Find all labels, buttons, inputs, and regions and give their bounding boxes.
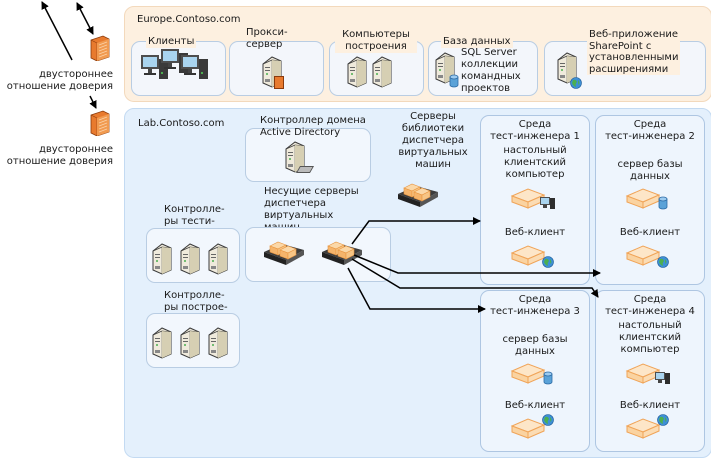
trust-label-1: двустороннее отношение доверия (6, 69, 113, 92)
arrow-to-env-4 (351, 258, 599, 298)
ad-controller-label: Контроллер домена Active Directory (260, 115, 366, 138)
library-servers-label: Серверы библиотеки диспетчера виртуальны… (398, 111, 468, 170)
web-client-label: Веб-клиент (619, 400, 681, 411)
environment-role-label: сервер базы данных (502, 334, 568, 357)
trust-arrow-lab (89, 95, 97, 109)
environment-title: Среда тест-инженера 4 (605, 294, 695, 317)
arrow-to-env-1 (351, 217, 481, 245)
environment-title: Среда тест-инженера 2 (605, 119, 695, 142)
environment-role-label: настольный клиентский компьютер (503, 145, 567, 180)
proxy-label: Прокси- сервер (246, 27, 288, 50)
environment-title: Среда тест-инженера 1 (490, 119, 580, 142)
web-client-label: Веб-клиент (504, 227, 566, 238)
ad-controller-group (245, 128, 371, 182)
environment-title: Среда тест-инженера 3 (490, 294, 580, 317)
trust-arrow-outer (41, 1, 73, 61)
arrow-to-env-3 (347, 267, 486, 313)
sharepoint-label: Веб-приложение SharePoint с установленны… (587, 29, 681, 75)
web-client-label: Веб-клиент (619, 227, 681, 238)
trust-arrows (41, 1, 97, 109)
sql-database-detail: SQL Server коллекции командных проектов (461, 47, 521, 94)
trust-arrow-europe (76, 2, 94, 35)
build-computers-label: Компьютеры построения (335, 29, 417, 53)
sql-database-label: База данных (441, 36, 513, 48)
clients-label: Клиенты (146, 36, 197, 48)
europe-domain-label: Europe.Contoso.com (137, 14, 241, 25)
web-client-label: Веб-клиент (504, 400, 566, 411)
trust-label-2: двустороннее отношение доверия (6, 144, 113, 167)
lab-domain-label: Lab.Contoso.com (138, 118, 225, 129)
firewall-badge-icon (274, 76, 284, 89)
environment-role-label: сервер базы данных (617, 159, 683, 182)
arrow-to-env-2 (353, 254, 601, 277)
environment-role-label: настольный клиентский компьютер (618, 320, 682, 355)
